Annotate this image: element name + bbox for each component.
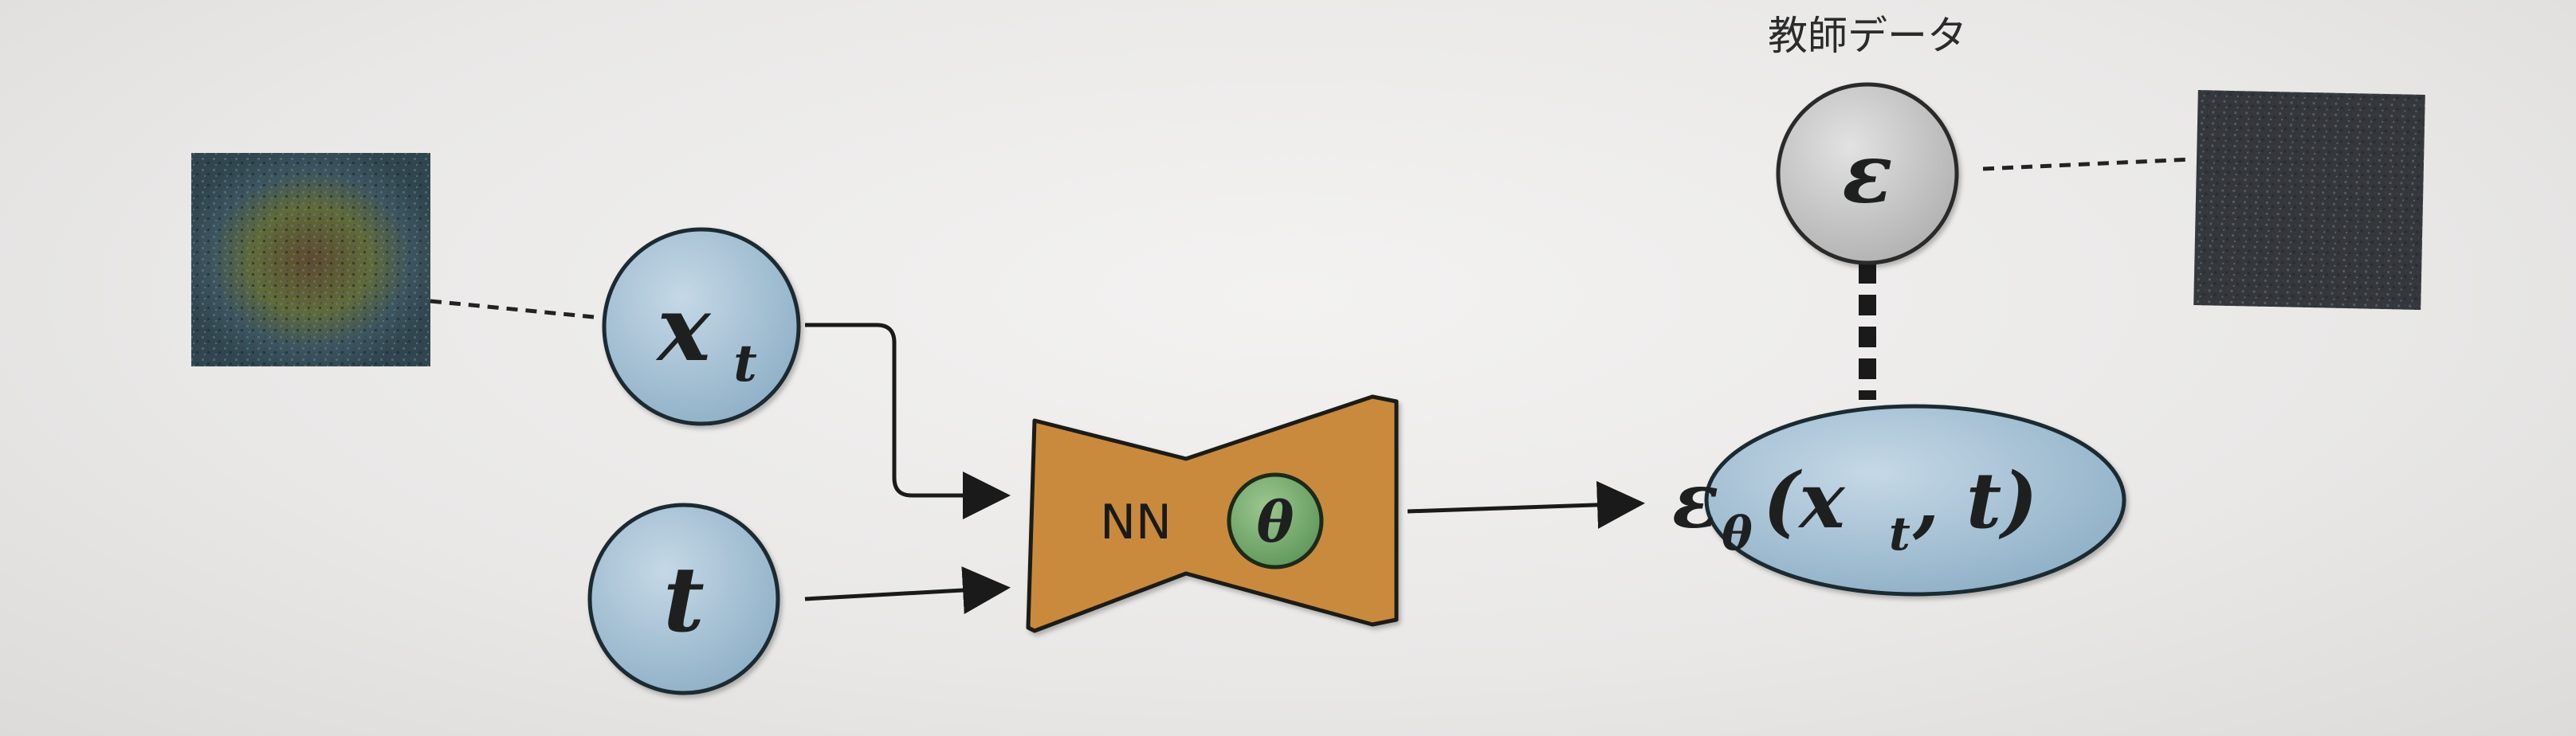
arrow-xt-to-nn xyxy=(805,323,1011,519)
arrow-t-to-nn xyxy=(804,566,1011,614)
node-xt: x t xyxy=(602,227,801,426)
dashed-link-image-xt xyxy=(430,299,595,319)
nn-label: NN xyxy=(1100,495,1172,550)
node-epsilon-theta: ε θ (x t , t) xyxy=(1672,404,2126,597)
neural-network-block: NN θ xyxy=(1026,394,1399,633)
epstheta-args: (x xyxy=(1763,456,1846,546)
arrow-nn-to-epstheta xyxy=(1407,480,1645,529)
teacher-data-label: 教師データ xyxy=(1768,13,1967,59)
xt-main: x xyxy=(656,277,712,382)
node-t: t xyxy=(587,503,780,695)
node-epsilon: ε xyxy=(1776,82,1959,265)
epstheta-main: ε xyxy=(1672,456,1718,546)
epsilon-main: ε xyxy=(1842,124,1892,222)
dashed-link-eps-noise xyxy=(1982,157,2193,171)
noise-image-epsilon xyxy=(2193,90,2425,310)
epstheta-args-tail: , t) xyxy=(1912,456,2038,546)
t-main: t xyxy=(663,548,705,652)
theta-param: θ xyxy=(1257,489,1294,555)
epstheta-args-sub: t xyxy=(1889,507,1910,561)
noisy-image-xt xyxy=(191,153,430,366)
node-theta-param: θ xyxy=(1227,472,1324,570)
xt-sub: t xyxy=(733,334,757,393)
epstheta-sub: θ xyxy=(1722,507,1753,561)
